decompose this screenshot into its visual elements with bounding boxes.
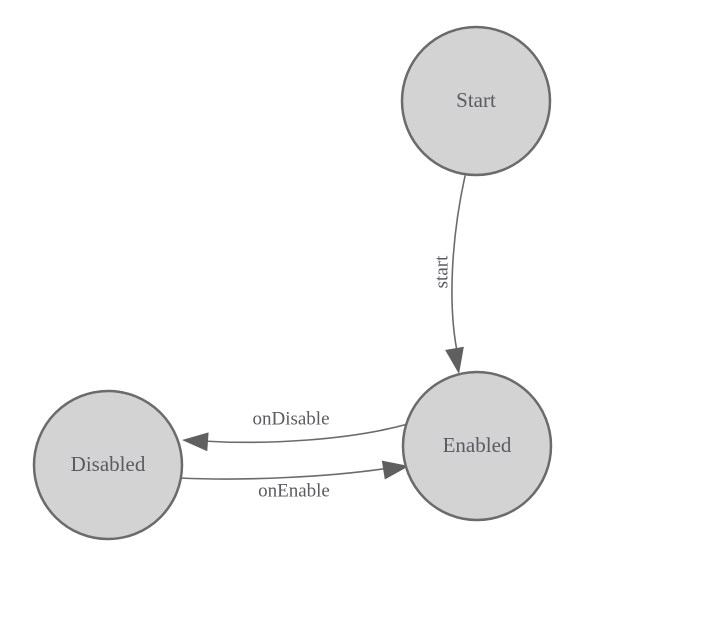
edges-layer: start onDisable onEnable bbox=[179, 175, 466, 502]
node-enabled[interactable]: Enabled bbox=[401, 370, 553, 522]
nodes-layer: Start Enabled Disabled bbox=[32, 25, 553, 541]
arrowhead-start-to-enabled bbox=[445, 346, 464, 374]
edge-path-start bbox=[451, 175, 466, 357]
edge-label-ondisable: onDisable bbox=[252, 408, 329, 429]
edge-path-ondisable bbox=[201, 423, 409, 444]
edge-enabled-to-disabled[interactable]: onDisable bbox=[182, 408, 409, 452]
arrowhead-disabled-to-enabled bbox=[381, 460, 409, 480]
node-enabled-circle bbox=[401, 370, 553, 522]
node-disabled-circle bbox=[32, 389, 184, 541]
node-disabled-label: Disabled bbox=[71, 452, 146, 476]
edge-start-to-enabled[interactable]: start bbox=[431, 175, 466, 374]
node-enabled-label: Enabled bbox=[443, 433, 512, 457]
edge-disabled-to-enabled[interactable]: onEnable bbox=[179, 460, 409, 502]
node-start-label: Start bbox=[456, 88, 496, 112]
arrowhead-enabled-to-disabled bbox=[182, 432, 209, 452]
edge-label-start: start bbox=[431, 255, 452, 288]
node-start-circle bbox=[400, 25, 552, 177]
edge-label-onenable: onEnable bbox=[258, 480, 330, 501]
node-disabled[interactable]: Disabled bbox=[32, 389, 184, 541]
node-start[interactable]: Start bbox=[400, 25, 552, 177]
edge-path-onenable bbox=[179, 467, 390, 480]
